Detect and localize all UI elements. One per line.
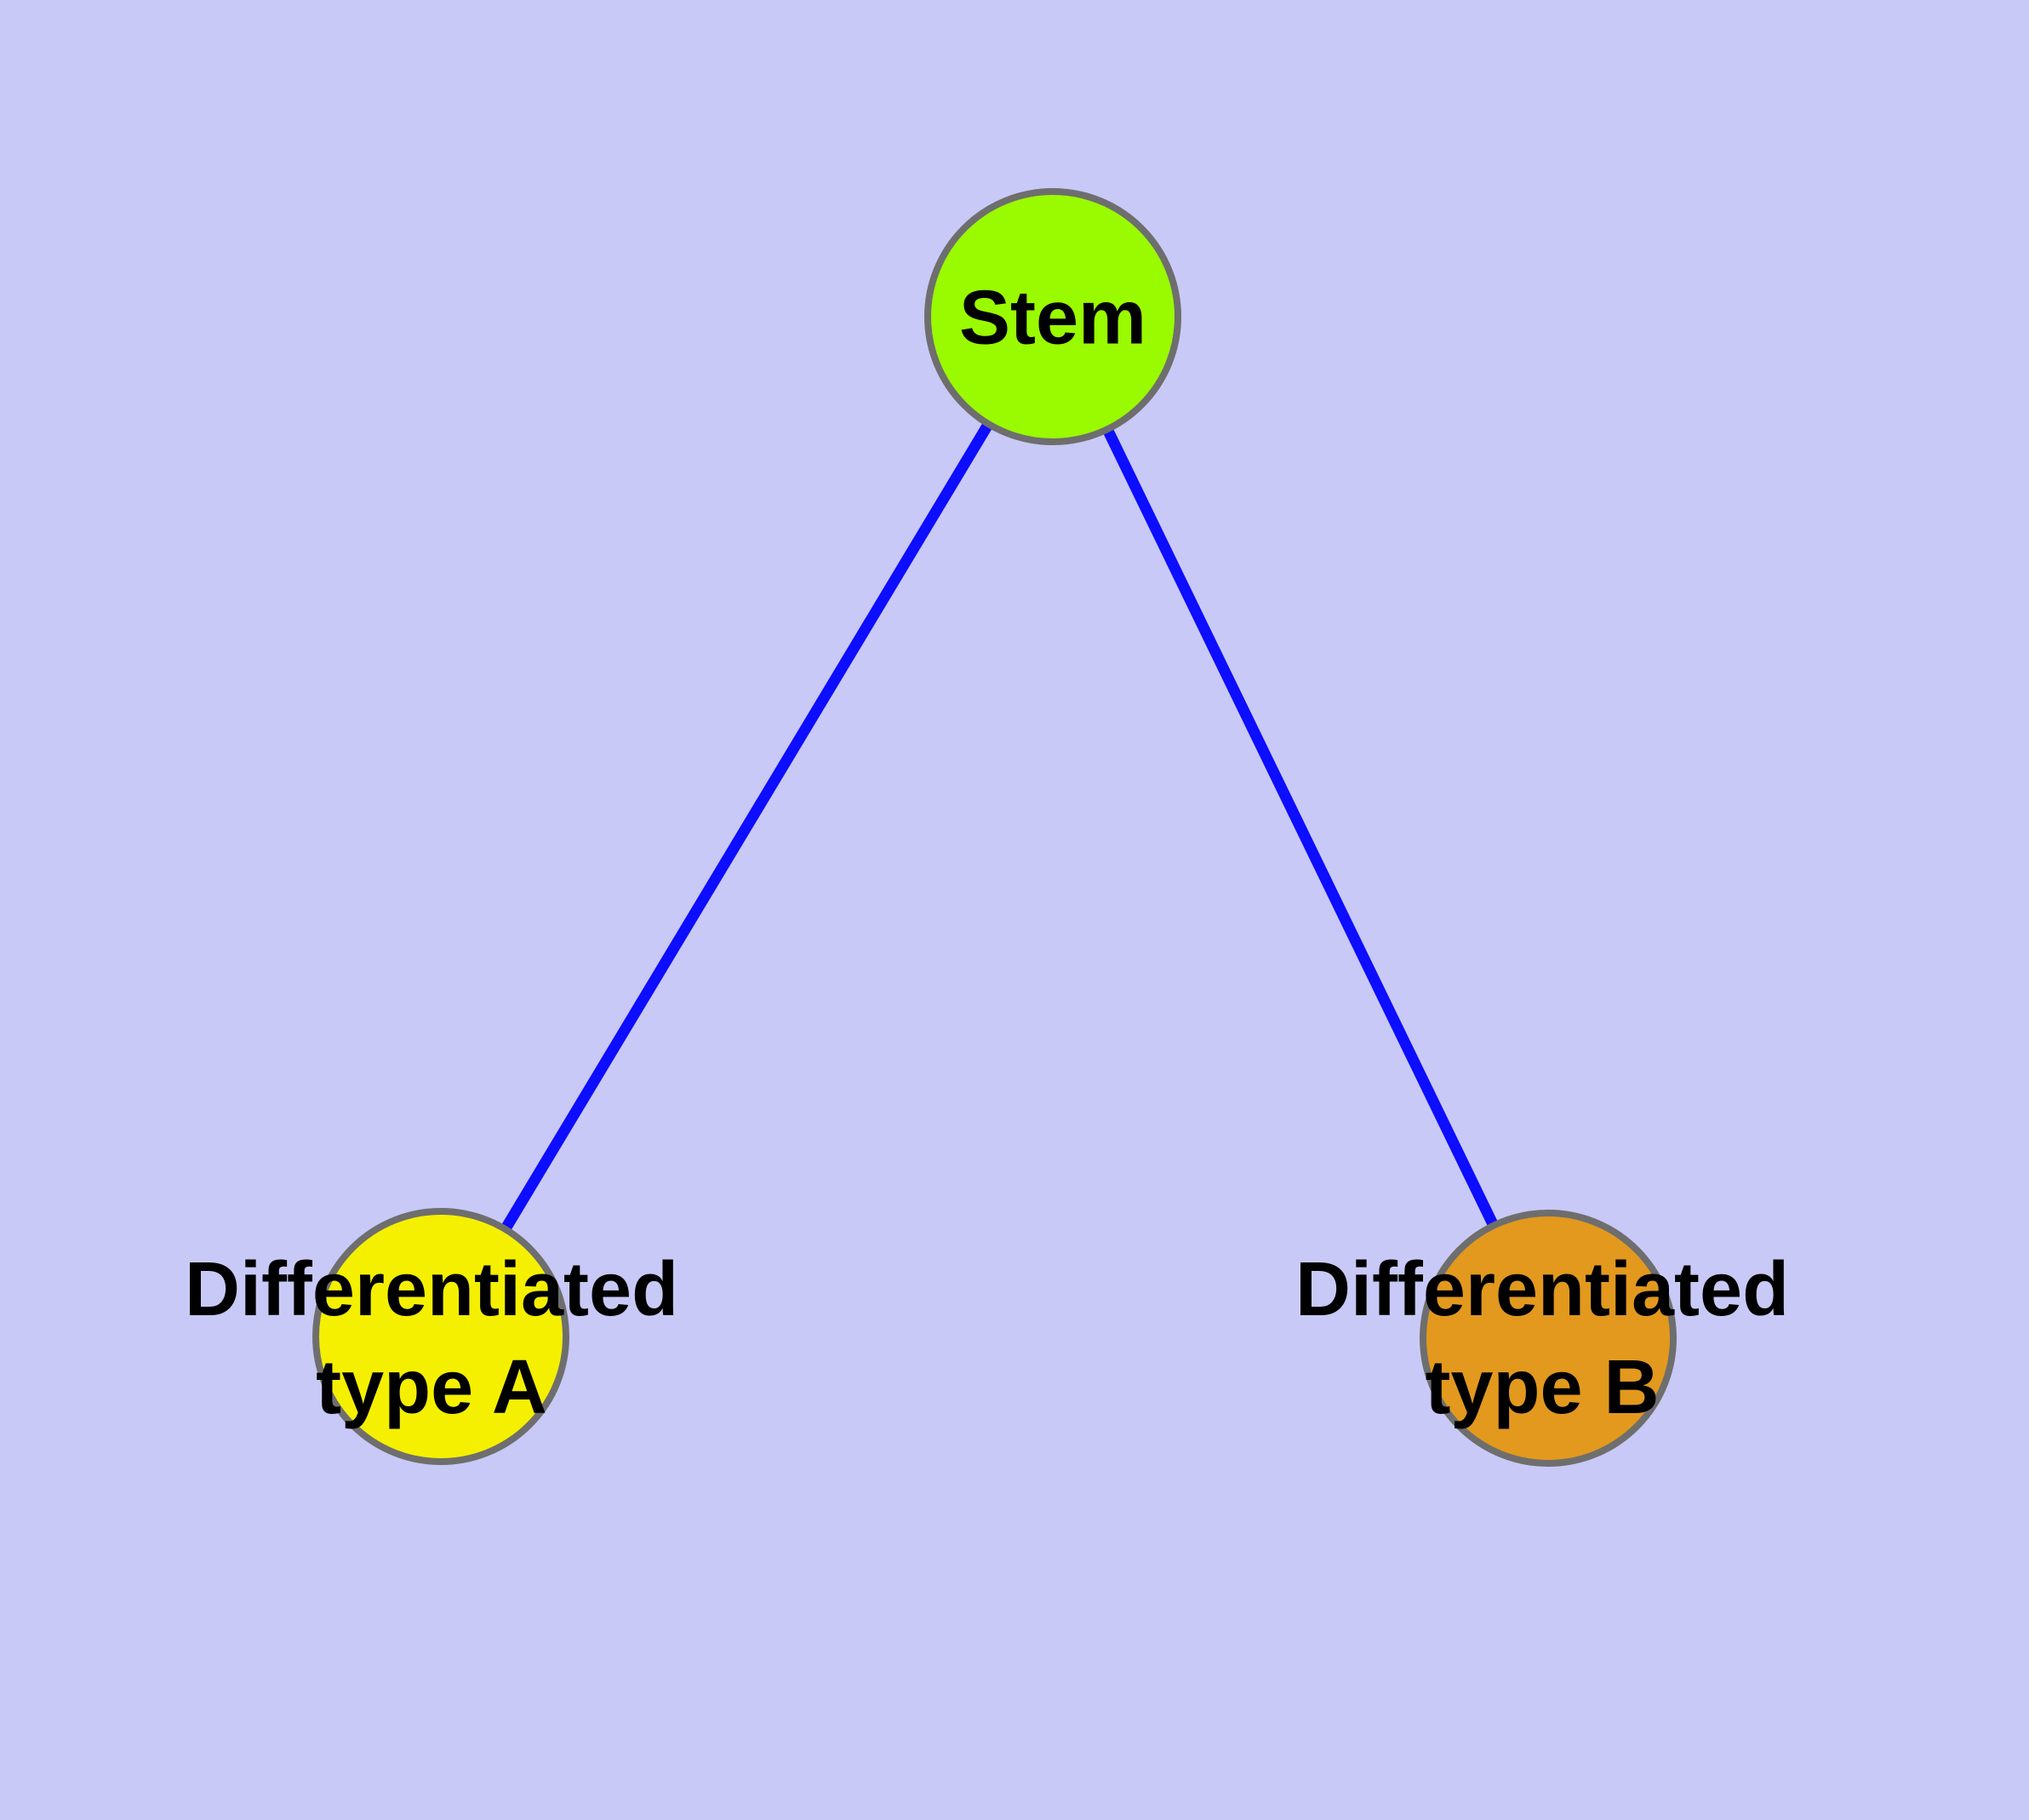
edge-stem-to-type-a[interactable]: [436, 313, 1058, 1340]
node-stem[interactable]: [924, 188, 1181, 445]
node-differentiated-type-b[interactable]: [1420, 1210, 1677, 1467]
edge-stem-to-type-b[interactable]: [1048, 314, 1553, 1341]
node-differentiated-type-a[interactable]: [312, 1208, 569, 1465]
